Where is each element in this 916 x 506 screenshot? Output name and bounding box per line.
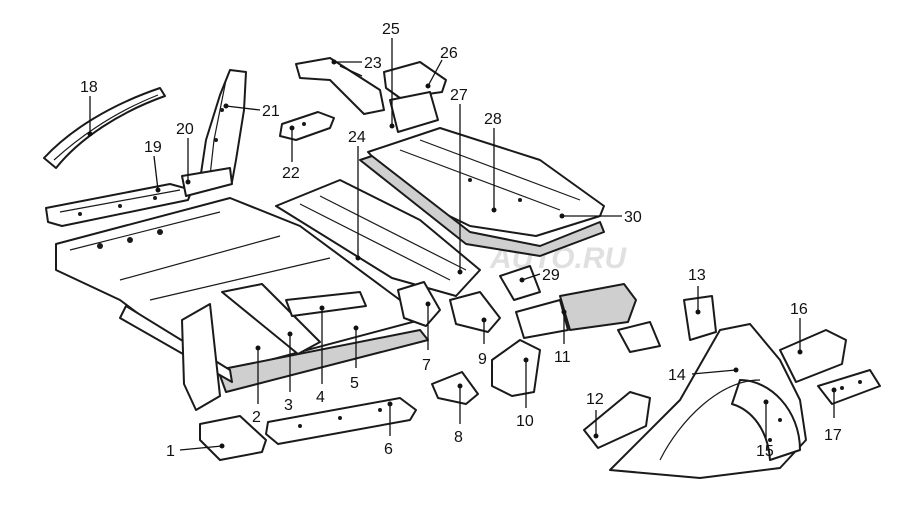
callout-20-label: 20 bbox=[176, 121, 194, 138]
callout-26: 26 bbox=[425, 45, 458, 89]
callout-21-label: 21 bbox=[262, 103, 280, 120]
part-main-floor-pan bbox=[55, 197, 421, 371]
callout-30-label: 30 bbox=[624, 209, 642, 226]
part-12-bracket bbox=[583, 391, 651, 449]
callout-26-label: 26 bbox=[440, 45, 458, 62]
callout-25: 25 bbox=[382, 21, 400, 129]
callout-1: 1 bbox=[166, 443, 225, 460]
callout-19: 19 bbox=[144, 139, 162, 193]
part-1-bracket bbox=[199, 415, 267, 461]
callout-16-label: 16 bbox=[790, 301, 808, 318]
callout-23-label: 23 bbox=[364, 55, 382, 72]
callout-5: 5 bbox=[350, 325, 359, 392]
part-7-9-brackets bbox=[397, 281, 501, 333]
callout-4-label: 4 bbox=[316, 389, 325, 406]
callout-14: 14 bbox=[668, 367, 739, 384]
callout-3-label: 3 bbox=[284, 397, 293, 414]
callout-25-label: 25 bbox=[382, 21, 400, 38]
callout-8: 8 bbox=[454, 383, 463, 446]
callout-1-label: 1 bbox=[166, 443, 175, 460]
part-24-27-center-floor bbox=[275, 179, 481, 297]
part-13-bracket bbox=[683, 295, 717, 341]
callout-18-label: 18 bbox=[80, 79, 98, 96]
part-22-bracket bbox=[279, 111, 335, 141]
callout-24-label: 24 bbox=[348, 129, 366, 146]
part-19-sill-rail bbox=[45, 183, 193, 227]
callout-27-label: 27 bbox=[450, 87, 468, 104]
callout-2-label: 2 bbox=[252, 409, 261, 426]
callout-2: 2 bbox=[252, 345, 261, 426]
callout-12-label: 12 bbox=[586, 391, 604, 408]
callout-30: 30 bbox=[559, 209, 642, 226]
callout-15: 15 bbox=[756, 399, 774, 460]
callout-23: 23 bbox=[331, 55, 382, 77]
callout-6: 6 bbox=[384, 401, 393, 458]
callout-9: 9 bbox=[478, 317, 487, 368]
callout-13: 13 bbox=[688, 267, 706, 315]
callout-7: 7 bbox=[422, 301, 431, 374]
part-23-25-26-rear-brackets bbox=[295, 57, 447, 133]
callout-7-label: 7 bbox=[422, 357, 431, 374]
callout-19-label: 19 bbox=[144, 139, 162, 156]
callout-21: 21 bbox=[223, 103, 280, 120]
callout-11: 11 bbox=[554, 309, 571, 366]
callout-3: 3 bbox=[284, 331, 293, 414]
callout-27: 27 bbox=[450, 87, 468, 275]
part-11-rear-member bbox=[515, 283, 661, 353]
callout-20: 20 bbox=[176, 121, 194, 185]
part-16-bracket bbox=[779, 329, 847, 383]
callout-5-label: 5 bbox=[350, 375, 359, 392]
callout-15-label: 15 bbox=[756, 443, 774, 460]
part-a-pillar-lower bbox=[181, 303, 221, 411]
callout-10: 10 bbox=[516, 357, 534, 430]
callout-24: 24 bbox=[348, 129, 366, 261]
callout-14-label: 14 bbox=[668, 367, 686, 384]
callout-28-label: 28 bbox=[484, 111, 502, 128]
part-6-rail bbox=[265, 397, 417, 445]
callout-22-label: 22 bbox=[282, 165, 300, 182]
callout-29: 29 bbox=[519, 267, 560, 284]
part-29-bracket bbox=[499, 265, 541, 301]
part-17-bracket bbox=[817, 369, 881, 405]
part-10-bracket bbox=[491, 339, 541, 397]
callout-22: 22 bbox=[282, 125, 300, 182]
callout-17-label: 17 bbox=[824, 427, 842, 444]
callout-9-label: 9 bbox=[478, 351, 487, 368]
callout-13-label: 13 bbox=[688, 267, 706, 284]
callout-28: 28 bbox=[484, 111, 502, 213]
callout-16: 16 bbox=[790, 301, 808, 355]
part-3-4-crossmembers bbox=[221, 283, 367, 355]
part-18-roof-rail bbox=[43, 87, 166, 169]
callout-11-label: 11 bbox=[554, 349, 571, 366]
callout-12: 12 bbox=[586, 391, 604, 439]
part-8-bracket bbox=[431, 371, 479, 405]
callout-8-label: 8 bbox=[454, 429, 463, 446]
callout-10-label: 10 bbox=[516, 413, 534, 430]
callout-17: 17 bbox=[824, 387, 842, 444]
callout-18: 18 bbox=[80, 79, 98, 137]
callout-29-label: 29 bbox=[542, 267, 560, 284]
callout-6-label: 6 bbox=[384, 441, 393, 458]
callout-4: 4 bbox=[316, 305, 325, 406]
part-21-pillar bbox=[181, 69, 247, 197]
